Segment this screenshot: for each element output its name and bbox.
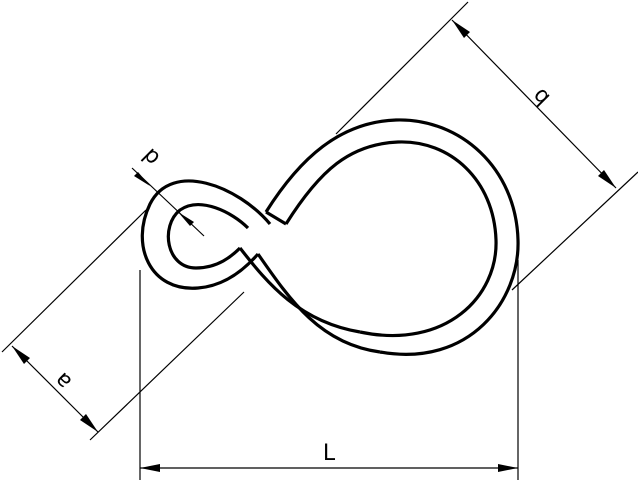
arrowhead-d-inner [178, 212, 194, 226]
extension-line-a-upper [1, 209, 147, 353]
dimension-label-a: a [50, 367, 77, 394]
dimension-label-b: b [528, 83, 556, 111]
arrowhead-b-bottom [598, 170, 616, 188]
small-eye-outer [140, 179, 272, 290]
large-eye-inner [284, 140, 498, 338]
large-eye-outer [264, 118, 520, 356]
dimension-b: b [335, 1, 638, 291]
arrowhead-d-outer [134, 172, 150, 186]
small-eye-inner [166, 203, 250, 270]
hook-body [140, 118, 520, 356]
wire-end [265, 210, 287, 226]
dimension-a: a [1, 209, 245, 441]
extension-line-b-lower [511, 171, 638, 291]
arrowhead-a-top [12, 346, 30, 364]
arrowhead-a-bottom [80, 414, 98, 432]
dimension-L: L [139, 260, 519, 480]
dimension-label-L: L [323, 441, 336, 466]
extension-line-b-upper [335, 1, 469, 135]
dimension-line-b [451, 19, 617, 189]
arrowhead-L-right [498, 464, 518, 472]
arrowhead-L-left [140, 464, 160, 472]
extension-line-a-lower [89, 291, 245, 441]
dimension-label-d: d [138, 143, 166, 171]
cross-strand-lower [238, 247, 361, 334]
cross-strand-upper [256, 253, 381, 354]
arrowhead-b-top [452, 20, 470, 38]
